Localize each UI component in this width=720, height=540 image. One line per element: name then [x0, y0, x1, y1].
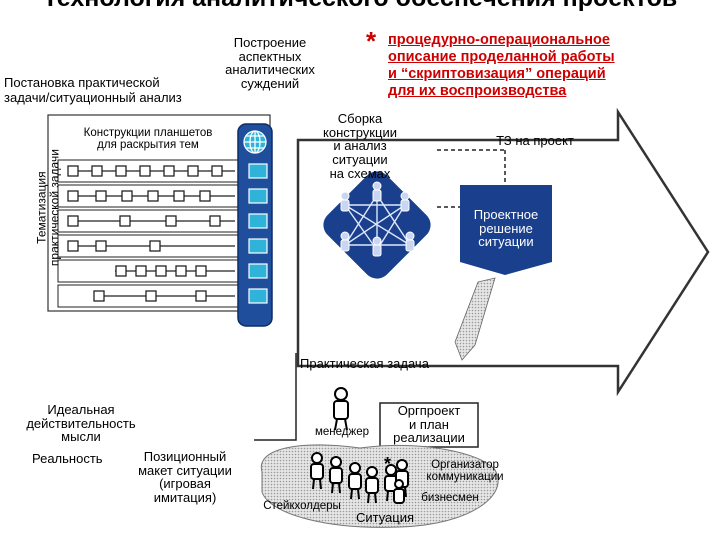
- project-solution-box: [460, 185, 552, 275]
- label-situation: Ситуация: [355, 510, 415, 525]
- label-positional: Позиционный макет ситуации (игровая имит…: [138, 449, 232, 505]
- tablet-rows: [57, 159, 264, 308]
- label-reality: Реальность: [32, 451, 103, 466]
- label-assembly: Сборка конструкции и анализ ситуации на …: [323, 111, 397, 181]
- practical-task-frame: [254, 353, 297, 441]
- globe-icon: [243, 130, 267, 154]
- org-project-box: [379, 402, 479, 448]
- label-org-project: Оргпроект и план реализации: [393, 403, 465, 446]
- label-tablets: Конструкции планшетов для раскрытия тем: [83, 127, 213, 152]
- star-marker-black: *: [384, 454, 392, 474]
- label-manager: менеджер: [315, 426, 369, 438]
- label-practical-task: Практическая задача: [300, 356, 429, 371]
- label-project-solution: Проектное решение ситуации: [473, 207, 539, 250]
- businessman-figure: [393, 479, 405, 504]
- star-marker-red: *: [366, 26, 377, 56]
- label-businessman: бизнесмен: [421, 492, 479, 504]
- label-stakeholders: Стейкхолдеры: [263, 500, 341, 512]
- node-chains: [67, 165, 235, 302]
- label-building-aspect: Построение аспектных аналитических сужде…: [225, 35, 315, 91]
- label-organizer: Организатор коммуникации: [426, 459, 504, 484]
- page-title: Технология аналитического обеспечения пр…: [0, 0, 720, 11]
- label-ideal-reality: Идеальная действительность мысли: [26, 402, 136, 445]
- manager-figure: [333, 387, 349, 431]
- label-tz: ТЗ на проект: [496, 133, 574, 148]
- people-in-scheme: [340, 181, 415, 257]
- label-procedural: процедурно-операциональное описание прод…: [388, 32, 615, 99]
- column-cells: [248, 163, 268, 304]
- label-task-setting: Постановка практической задачи/ситуацион…: [4, 75, 182, 105]
- down-arrow: [454, 277, 496, 361]
